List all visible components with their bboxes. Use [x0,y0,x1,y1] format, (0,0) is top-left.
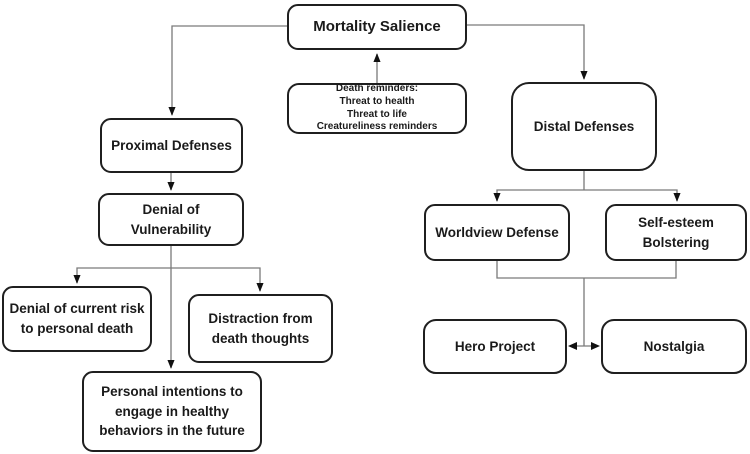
node-distraction-from-death-thoughts: Distraction from death thoughts [188,294,333,363]
node-denial-current-risk: Denial of current risk to personal death [2,286,152,352]
connector-branch-to-distraction [171,267,264,292]
node-personal-intentions: Personal intentions to engage in healthy… [82,371,262,452]
node-label: Denial of current risk to personal death [9,301,145,336]
node-proximal-defenses: Proximal Defenses [100,118,243,173]
right-arrowhead-icon [591,342,600,350]
node-hero-project: Hero Project [423,319,567,374]
node-label: Denial of Vulnerability [130,201,212,237]
node-nostalgia: Nostalgia [601,319,747,374]
node-label: Personal intentions to engage in healthy… [99,384,245,439]
node-death-reminders: Death reminders: Threat to health Threat… [287,83,467,134]
node-label: Distraction from death thoughts [208,310,313,346]
node-distal-defenses: Distal Defenses [511,82,657,171]
connector-branch-to-denial-current-risk [73,267,171,284]
connector-branch-to-worldview [493,189,584,202]
node-worldview-defense: Worldview Defense [424,204,570,261]
node-label: Hero Project [454,338,536,354]
node-self-esteem-bolstering: Self-esteem Bolstering [605,204,747,261]
node-label: Self-esteem Bolstering [638,214,714,250]
node-label: Death reminders: Threat to health Threat… [316,83,438,133]
node-label: Mortality Salience [313,18,441,36]
connector-mortality-to-proximal [168,25,287,116]
connector-mortality-to-distal [467,24,588,80]
connector-merge-bracket [496,261,677,279]
connector-branch-to-self-esteem [584,189,681,202]
node-label: Nostalgia [643,338,705,354]
node-label: Worldview Defense [435,224,559,240]
left-arrowhead-icon [568,342,577,350]
node-label: Proximal Defenses [111,137,232,153]
node-mortality-salience: Mortality Salience [287,4,467,50]
node-label: Distal Defenses [533,118,635,134]
node-denial-of-vulnerability: Denial of Vulnerability [98,193,244,246]
